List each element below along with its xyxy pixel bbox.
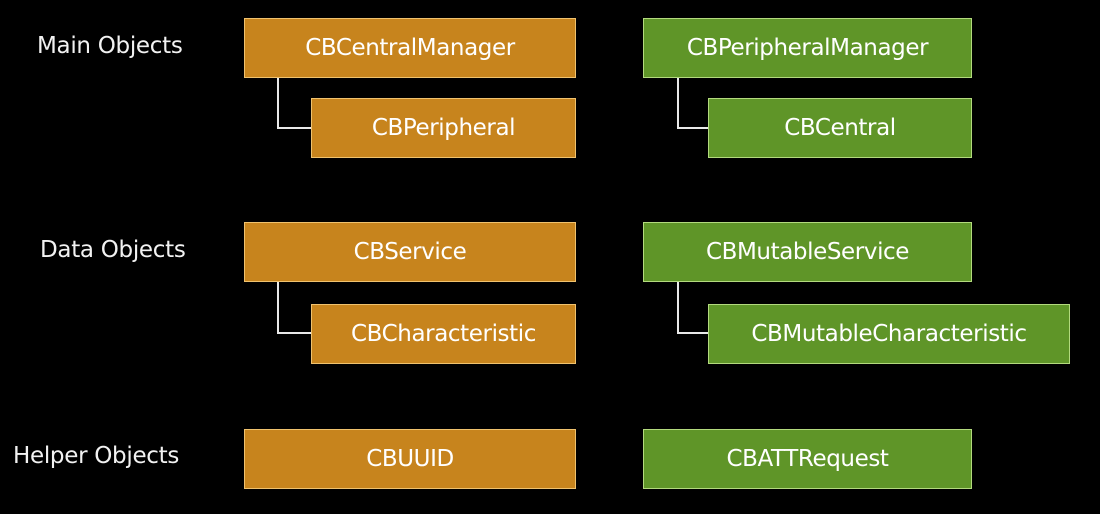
connector-peripheral-manager-to-central <box>677 78 709 129</box>
connector-mutable-service-to-mutable-characteristic <box>677 282 709 334</box>
class-box-cbcentralmanager: CBCentralManager <box>244 18 576 78</box>
class-box-cbservice: CBService <box>244 222 576 282</box>
class-box-cbuuid: CBUUID <box>244 429 576 489</box>
class-box-cbcentral: CBCentral <box>708 98 972 158</box>
row-label-helper-objects: Helper Objects <box>13 443 180 469</box>
row-label-data-objects: Data Objects <box>40 237 186 263</box>
class-box-cbperipheral: CBPeripheral <box>311 98 576 158</box>
class-box-cbcharacteristic: CBCharacteristic <box>311 304 576 364</box>
class-box-cbmutableservice: CBMutableService <box>643 222 972 282</box>
connector-central-manager-to-peripheral <box>277 78 312 129</box>
class-box-cbattrequest: CBATTRequest <box>643 429 972 489</box>
connector-service-to-characteristic <box>277 282 312 334</box>
class-box-cbmutablecharacteristic: CBMutableCharacteristic <box>708 304 1070 364</box>
row-label-main-objects: Main Objects <box>37 33 183 59</box>
class-box-cbperipheralmanager: CBPeripheralManager <box>643 18 972 78</box>
